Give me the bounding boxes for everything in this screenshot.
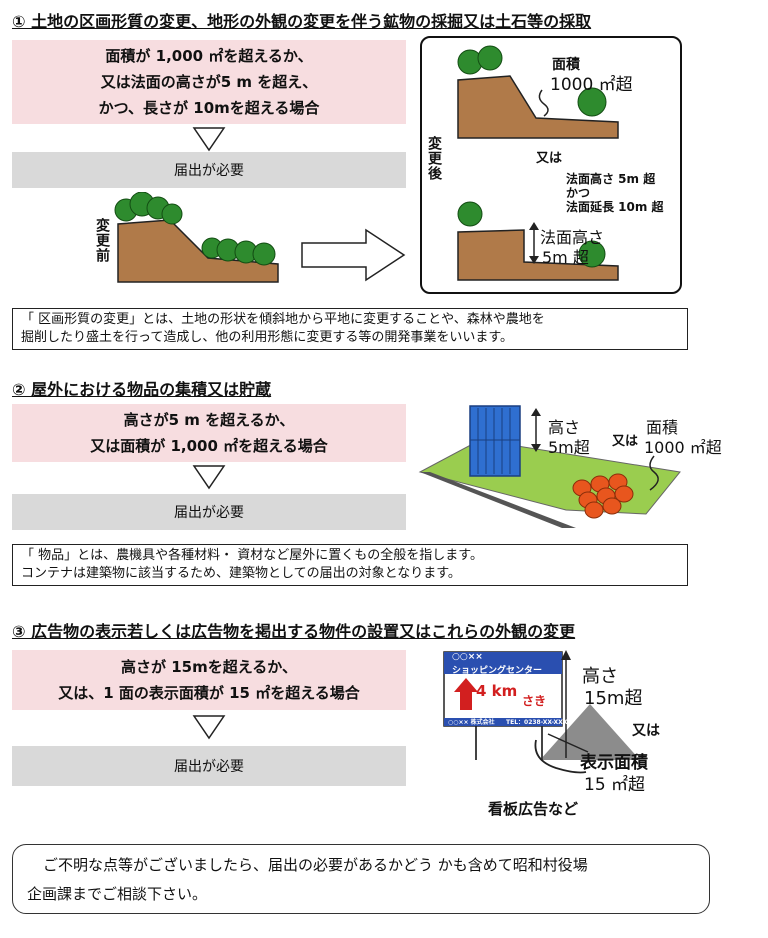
sign-direction-text: さき xyxy=(522,694,547,708)
sign-company-text: ○○×× 株式会社 xyxy=(448,719,495,726)
stack-height-value-label: 5m超 xyxy=(548,438,590,457)
section3-condition-box: 高さが 15mを超えるか、 又は、1 面の表示面積が 15 ㎡を超える場合 xyxy=(12,650,406,710)
slope-height-label: 法面高さ xyxy=(540,228,605,247)
after-frame xyxy=(420,36,682,294)
storage-illustration xyxy=(418,405,681,528)
terrain-before-illustration xyxy=(114,192,279,283)
condition-line: 又は法面の高さが5 m を超え、 xyxy=(100,73,318,91)
sign-distance-text: 4 km xyxy=(476,682,518,700)
or-label: 又は xyxy=(632,723,660,739)
section1-note: 「 区画形質の変更」とは、土地の形状を傾斜地から平地に変更することや、森林や農地… xyxy=(12,308,688,350)
slope-and-text: かつ xyxy=(566,186,591,200)
down-triangle-icon xyxy=(192,127,226,152)
result-text: 届出が必要 xyxy=(174,163,244,179)
condition-line: 又は、1 面の表示面積が 15 ㎡を超える場合 xyxy=(58,684,360,702)
note-line: 「 物品」とは、農機具や各種材料・ 資材など屋外に置くもの全般を指します。 xyxy=(21,548,483,563)
down-triangle-icon xyxy=(192,465,226,490)
terrain-after-area-illustration xyxy=(457,45,619,139)
closing-line: 企画課までご相談下さい。 xyxy=(27,885,208,903)
billboard-height-label: 高さ xyxy=(582,666,618,687)
condition-line: 面積が 1,000 ㎡を超えるか、 xyxy=(105,47,313,65)
or-label: 又は xyxy=(536,151,563,166)
section2-result-box: 届出が必要 xyxy=(12,494,406,530)
before-label: 変更前 xyxy=(94,218,110,263)
sign-top-text: ○○×× xyxy=(452,652,483,662)
billboard-area-value-label: 15 ㎡超 xyxy=(584,775,646,795)
section2-heading: ② 屋外における物品の集積又は貯蔵 xyxy=(12,380,272,399)
slope-height-value-label: 5m 超 xyxy=(542,248,589,267)
closing-line: ご不明な点等がございましたら、届出の必要があるかどう かも含めて昭和村役場 xyxy=(43,856,588,874)
down-triangle-icon xyxy=(192,715,226,740)
sign-tel-text: TEL：0238-XX-XXXX xyxy=(506,719,572,726)
billboard-illustration xyxy=(443,650,640,760)
slope-height-text: 法面高さ 5m 超 xyxy=(566,172,656,186)
storage-area-label: 面積 xyxy=(646,418,679,437)
stack-height-label: 高さ xyxy=(548,418,581,437)
billboard-height-value-label: 15m超 xyxy=(584,688,643,709)
after-label: 変更後 xyxy=(426,136,442,181)
result-text: 届出が必要 xyxy=(174,759,244,775)
section1-heading: ① 土地の区画形質の変更、地形の外観の変更を伴う鉱物の採掘又は土石等の採取 xyxy=(12,12,592,31)
note-line: コンテナは建築物に該当するため、建築物としての届出の対象となります。 xyxy=(21,566,461,581)
arrow-right-icon xyxy=(301,228,406,282)
area-value-label: 1000 ㎡超 xyxy=(550,75,633,95)
condition-line: 高さが 15mを超えるか、 xyxy=(121,658,297,676)
section1-result-box: 届出が必要 xyxy=(12,152,406,188)
section2-note: 「 物品」とは、農機具や各種材料・ 資材など屋外に置くもの全般を指します。 コン… xyxy=(12,544,688,586)
condition-line: 又は面積が 1,000 ㎡を超える場合 xyxy=(90,437,328,455)
section3-result-box: 届出が必要 xyxy=(12,746,406,786)
billboard-callout-line xyxy=(534,739,587,774)
slope-length-text: 法面延長 10m 超 xyxy=(566,200,664,214)
storage-area-value-label: 1000 ㎡超 xyxy=(644,438,722,457)
billboard-caption: 看板広告など xyxy=(488,800,579,818)
closing-box: ご不明な点等がございましたら、届出の必要があるかどう かも含めて昭和村役場 企画… xyxy=(12,844,710,914)
section2-condition-box: 高さが5 m を超えるか、 又は面積が 1,000 ㎡を超える場合 xyxy=(12,404,406,462)
terrain-after-slope-illustration xyxy=(457,201,619,281)
condition-line: 高さが5 m を超えるか、 xyxy=(123,411,295,429)
note-line: 「 区画形質の変更」とは、土地の形状を傾斜地から平地に変更することや、森林や農地… xyxy=(21,312,545,327)
section3-heading: ③ 広告物の表示若しくは広告物を掲出する物件の設置又はこれらの外観の変更 xyxy=(12,622,576,641)
result-text: 届出が必要 xyxy=(174,505,244,521)
or-label: 又は xyxy=(612,434,639,449)
area-label: 面積 xyxy=(552,57,580,73)
note-line: 掘削したり盛土を行って造成し、他の利用形態に変更する等の開発事業をいいます。 xyxy=(21,330,514,345)
condition-line: かつ、長さが 10mを超える場合 xyxy=(98,99,320,117)
billboard-area-label: 表示面積 xyxy=(580,753,648,773)
slope-condition-label: 法面高さ 5m 超 かつ 法面延長 10m 超 xyxy=(566,172,664,214)
sign-name-text: ショッピングセンター xyxy=(452,666,543,676)
section1-condition-box: 面積が 1,000 ㎡を超えるか、 又は法面の高さが5 m を超え、 かつ、長さ… xyxy=(12,40,406,124)
